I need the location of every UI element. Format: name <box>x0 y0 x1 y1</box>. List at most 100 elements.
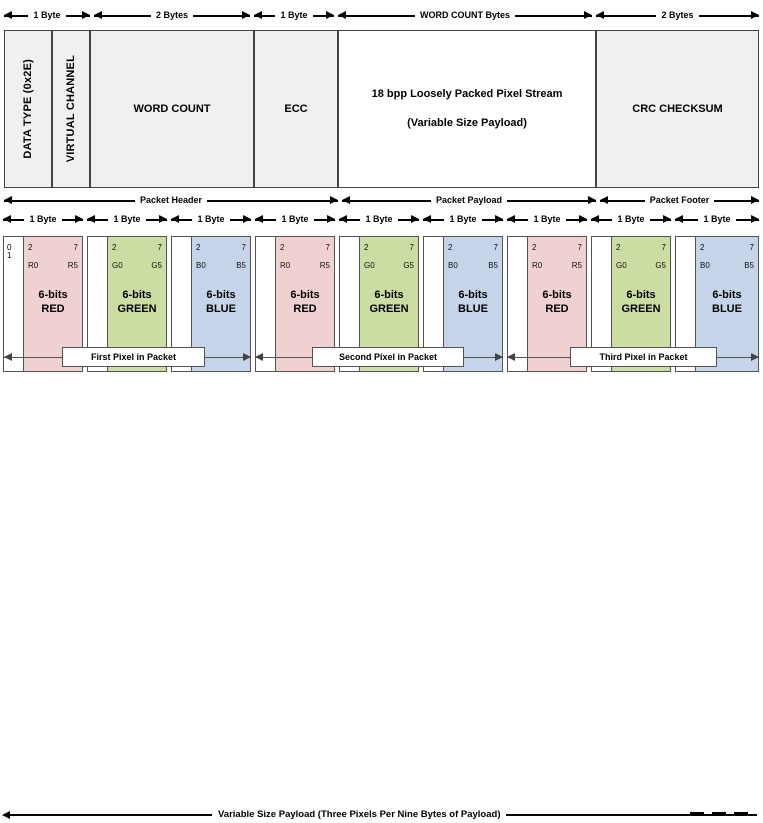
byte-label-line1: 6-bits <box>290 289 320 301</box>
dim-label: Packet Footer <box>644 191 715 209</box>
byte-dim-8: 1 Byte <box>591 210 671 228</box>
bit-start: 2 <box>28 243 33 252</box>
data-end: R5 <box>67 261 78 270</box>
bits-0-1-strip <box>592 237 612 371</box>
byte-label-line2: RED <box>545 302 569 315</box>
byte-label-line2: BLUE <box>206 302 236 315</box>
bit-start: 2 <box>196 243 201 252</box>
byte-label-line1: 6-bits <box>626 289 656 301</box>
byte-label-line1: 6-bits <box>38 289 68 301</box>
bit-end: 7 <box>661 243 666 252</box>
byte-label: 6-bits RED <box>528 289 586 317</box>
bit-start: 2 <box>532 243 537 252</box>
data-start: G0 <box>112 261 123 270</box>
bit-end: 7 <box>157 243 162 252</box>
bits-0-1-strip <box>88 237 108 371</box>
byte-dim-5: 1 Byte <box>339 210 419 228</box>
bits-0-1-strip <box>508 237 528 371</box>
byte-dim-2: 1 Byte <box>87 210 167 228</box>
bits-0-1-strip <box>172 237 192 371</box>
byte-dim-4: 1 Byte <box>255 210 335 228</box>
dim-label: 1 Byte <box>698 210 736 228</box>
dim-label: Packet Payload <box>430 191 508 209</box>
bit-start: 2 <box>700 243 705 252</box>
dim-packet-payload: Packet Payload <box>342 191 596 209</box>
bit-end: 7 <box>241 243 246 252</box>
bit-start: 2 <box>112 243 117 252</box>
bottom-caption-row: Variable Size Payload (Three Pixels Per … <box>0 403 763 823</box>
packet-box-virtual-channel: VIRTUAL CHANNEL <box>52 30 90 188</box>
byte-dim-6: 1 Byte <box>423 210 503 228</box>
bit-start: 2 <box>280 243 285 252</box>
dim-wordcount-bytes: WORD COUNT Bytes <box>338 6 592 24</box>
bits-0-1-strip <box>340 237 360 371</box>
dim-label: Packet Header <box>134 191 208 209</box>
dim-label: 1 Byte <box>108 210 146 228</box>
bit-end: 7 <box>577 243 582 252</box>
byte-label-line1: 6-bits <box>712 289 742 301</box>
dim-packet-footer: Packet Footer <box>600 191 759 209</box>
data-start: B0 <box>196 261 206 270</box>
packet-box-payload: 18 bpp Loosely Packed Pixel Stream (Vari… <box>338 30 596 188</box>
bit-start: 2 <box>448 243 453 252</box>
byte-label: 6-bits BLUE <box>444 289 502 317</box>
dim-label: 1 Byte <box>612 210 650 228</box>
packet-box-label: CRC CHECKSUM <box>632 103 723 115</box>
byte-label-line2: BLUE <box>712 302 742 315</box>
section-dimension-row: Packet Header Packet Payload Packet Foot… <box>0 191 763 209</box>
byte-label-line2: GREEN <box>369 302 409 315</box>
data-end: G5 <box>655 261 666 270</box>
bit-start: 2 <box>364 243 369 252</box>
packet-box-label: ECC <box>284 103 308 115</box>
byte-label-line2: GREEN <box>117 302 157 315</box>
bit-end: 7 <box>73 243 78 252</box>
dim-packet-header: Packet Header <box>4 191 338 209</box>
bit-start: 2 <box>616 243 621 252</box>
dim-label: 2 Bytes <box>656 6 699 24</box>
bits-0-1-strip <box>676 237 696 371</box>
dim-label: 1 Byte <box>276 210 314 228</box>
byte-label-line2: GREEN <box>621 302 661 315</box>
dim-2-bytes-crc: 2 Bytes <box>596 6 759 24</box>
byte-label-line1: 6-bits <box>206 289 236 301</box>
byte-label-line2: RED <box>41 302 65 315</box>
bits-0-1-label: 0 1 <box>7 243 14 260</box>
dim-label: 1 Byte <box>360 210 398 228</box>
byte-label-line1: 6-bits <box>458 289 488 301</box>
pixel-callout-second: Second Pixel in Packet <box>312 347 464 367</box>
dim-label: 2 Bytes <box>150 6 194 24</box>
data-end: B5 <box>488 261 498 270</box>
continuation-dash-1 <box>690 812 704 816</box>
bits-0-1-strip <box>256 237 276 371</box>
dim-2-bytes-wordcount: 2 Bytes <box>94 6 250 24</box>
dim-label: 1 Byte <box>444 210 482 228</box>
packet-box-label: VIRTUAL CHANNEL <box>65 55 77 163</box>
byte-label: 6-bits RED <box>24 289 82 317</box>
byte-label-line1: 6-bits <box>122 289 152 301</box>
data-start: B0 <box>700 261 710 270</box>
continuation-dash-3 <box>734 812 748 816</box>
byte-label: 6-bits BLUE <box>696 289 758 317</box>
packet-box-crc-checksum: CRC CHECKSUM <box>596 30 759 188</box>
packet-box-label-line1: 18 bpp Loosely Packed Pixel Stream <box>371 88 563 101</box>
bit-end: 7 <box>409 243 414 252</box>
data-end: B5 <box>236 261 246 270</box>
packet-box-label: WORD COUNT <box>133 103 211 115</box>
bit-end: 7 <box>493 243 498 252</box>
byte-label: 6-bits GREEN <box>108 289 166 317</box>
dim-label: 1 Byte <box>24 210 62 228</box>
data-end: R5 <box>319 261 330 270</box>
data-start: R0 <box>280 261 291 270</box>
bits-0-1-strip: 0 1 <box>4 237 24 371</box>
data-end: B5 <box>744 261 754 270</box>
bottom-arrow-left <box>2 810 10 819</box>
data-start: B0 <box>448 261 458 270</box>
byte-dim-7: 1 Byte <box>507 210 587 228</box>
top-dimension-row: 1 Byte 2 Bytes 1 Byte WORD COUNT Bytes 2… <box>0 6 763 24</box>
data-start: G0 <box>364 261 375 270</box>
byte-label: 6-bits GREEN <box>612 289 670 317</box>
dim-1-byte-ecc: 1 Byte <box>254 6 334 24</box>
continuation-dash-2 <box>712 812 726 816</box>
pixel-callout-third: Third Pixel in Packet <box>570 347 717 367</box>
dim-label: WORD COUNT Bytes <box>414 6 515 24</box>
